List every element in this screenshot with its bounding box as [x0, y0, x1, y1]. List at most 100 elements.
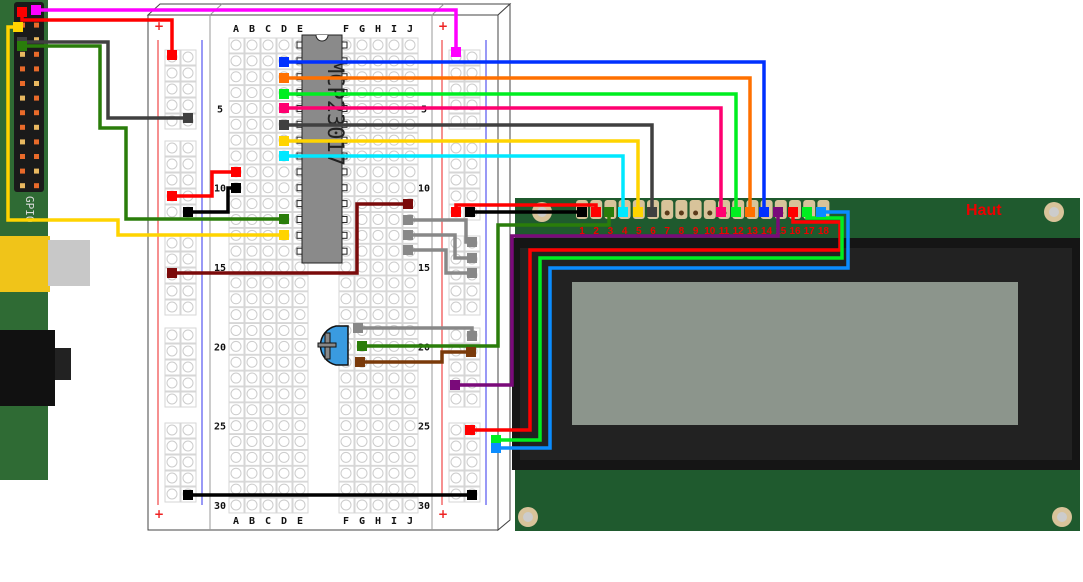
wire-end: [17, 7, 27, 17]
jumper-wire: [284, 106, 723, 212]
lcd-pin: [661, 200, 674, 219]
wire-end: [577, 207, 587, 217]
wire-end: [231, 167, 241, 177]
wire-end: [773, 207, 783, 217]
wire-end: [279, 151, 289, 161]
wire-end: [183, 113, 193, 123]
rail-plus-tr: +: [438, 19, 448, 33]
row-label: 5: [421, 104, 427, 115]
column-label: E: [297, 24, 303, 35]
column-label: F: [343, 24, 349, 35]
jumper-wire: [284, 139, 640, 212]
jumper-wire: [22, 40, 188, 120]
wire-end: [357, 341, 367, 351]
rail-plus-bl: +: [154, 507, 164, 521]
lcd-pin-number: 6: [650, 226, 656, 237]
row-label: 30: [214, 501, 226, 512]
jumper-wire: [470, 212, 842, 432]
gpio-pin: [20, 124, 25, 130]
gpio-pin: [34, 81, 39, 86]
potentiometer[interactable]: [317, 325, 349, 366]
column-label: B: [249, 516, 255, 527]
wire-end: [591, 207, 601, 217]
wire-end: [403, 215, 413, 225]
gpio-pin: [34, 22, 39, 28]
lcd-pin-number: 12: [733, 226, 745, 237]
gpio-pin: [34, 183, 39, 189]
wire-end: [279, 103, 289, 113]
wire-end: [491, 435, 501, 445]
wire-end: [716, 207, 726, 217]
lcd-pin-number: 4: [622, 226, 628, 237]
gpio-pin: [34, 95, 39, 101]
wire-end: [618, 207, 628, 217]
lcd-pin-number: 3: [608, 226, 614, 237]
wire-end: [647, 207, 657, 217]
wire-end: [279, 214, 289, 224]
row-label: 20: [418, 342, 430, 353]
rail-plus-br: +: [438, 507, 448, 521]
wire-end: [17, 41, 27, 51]
jumper-wire: [284, 60, 766, 212]
wire-end: [451, 207, 461, 217]
row-label: 10: [418, 184, 430, 195]
gpio-pin: [34, 51, 39, 57]
lcd-screen: [572, 282, 1018, 425]
wire-end: [167, 268, 177, 278]
gpio-pin: [34, 139, 39, 145]
wire-end: [279, 120, 289, 130]
wire-end: [451, 47, 461, 57]
jumper-wire: [172, 202, 408, 275]
wire-end: [465, 425, 475, 435]
wire-end: [279, 136, 289, 146]
jumper-wire: [284, 76, 752, 212]
gpio-pin: [20, 139, 25, 145]
column-label: H: [375, 516, 381, 527]
jumper-wire: [284, 154, 625, 212]
gpio-pin: [34, 37, 39, 43]
jumper-wire: [360, 350, 471, 364]
wire-end: [279, 230, 289, 240]
wire-end: [467, 490, 477, 500]
wire-end: [604, 207, 614, 217]
lcd-pin-number: 16: [789, 226, 801, 237]
chip-label: MCP23017: [322, 60, 347, 166]
wire-end: [802, 207, 812, 217]
column-label: A: [233, 516, 239, 527]
wire-end: [279, 89, 289, 99]
wire-end: [403, 230, 413, 240]
wire-end: [467, 331, 477, 341]
jumper-wire: [284, 123, 654, 212]
jumper-wire: [362, 212, 611, 348]
gpio-pin: [20, 183, 25, 189]
wire-end: [467, 268, 477, 278]
lcd-pin-number: 10: [704, 226, 716, 237]
lcd-pin-number: 17: [804, 226, 816, 237]
row-label: 25: [214, 422, 226, 433]
gpio-pin: [20, 168, 25, 174]
gpio-pin: [34, 168, 39, 174]
jumper-wire: [455, 212, 780, 387]
lcd-pin-number: 15: [775, 226, 787, 237]
jumper-wire: [22, 44, 284, 221]
column-label: J: [407, 516, 413, 527]
gpio-pin: [20, 51, 25, 57]
jumper-wire: [284, 92, 738, 212]
wire-end: [450, 380, 460, 390]
wire-end: [466, 347, 476, 357]
column-label: H: [375, 24, 381, 35]
gpio-pin: [34, 124, 39, 130]
wire-end: [279, 57, 289, 67]
mcp23017-chip: MCP23017: [296, 34, 348, 264]
column-label: A: [233, 24, 239, 35]
wire-end: [231, 183, 241, 193]
column-label: E: [297, 516, 303, 527]
gpio-pin: [20, 154, 25, 159]
wire-end: [183, 490, 193, 500]
orientation-label: Haut: [966, 202, 1002, 219]
wire-end: [403, 245, 413, 255]
gpio-label: GPIO: [23, 196, 36, 223]
column-label: G: [359, 24, 365, 35]
